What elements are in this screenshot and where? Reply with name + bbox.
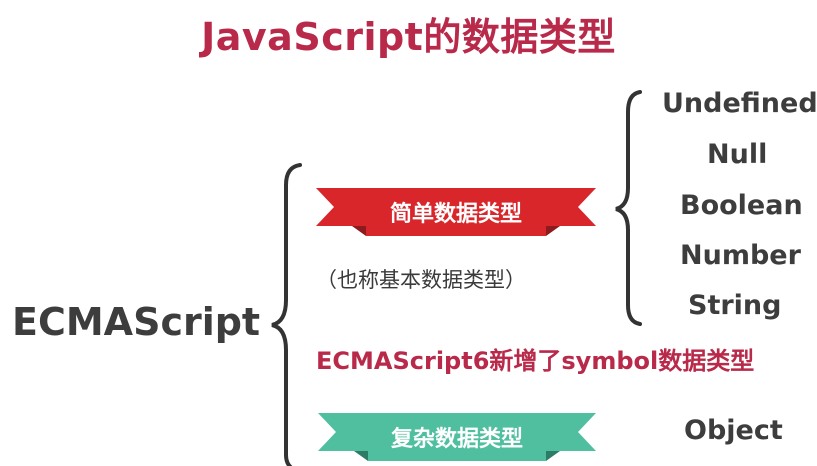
root-brace-icon bbox=[271, 163, 302, 466]
type-undefined: Undefined bbox=[662, 88, 817, 119]
root-label: ECMAScript bbox=[12, 300, 261, 344]
type-number: Number bbox=[680, 240, 801, 271]
type-string: String bbox=[688, 290, 782, 321]
simple-types-note: （也称基本数据类型） bbox=[316, 268, 526, 292]
simple-types-brace-icon bbox=[615, 90, 642, 326]
complex-ribbon-icon bbox=[318, 413, 596, 461]
complex-types-label: 复杂数据类型 bbox=[390, 427, 523, 452]
type-boolean: Boolean bbox=[680, 190, 803, 221]
type-object: Object bbox=[684, 415, 783, 446]
es6-note: ECMAScript6新增了symbol数据类型 bbox=[316, 347, 755, 375]
page-title: JavaScript的数据类型 bbox=[201, 15, 616, 59]
simple-types-label: 简单数据类型 bbox=[389, 202, 522, 227]
simple-ribbon-icon bbox=[316, 188, 596, 236]
type-null: Null bbox=[707, 139, 768, 170]
